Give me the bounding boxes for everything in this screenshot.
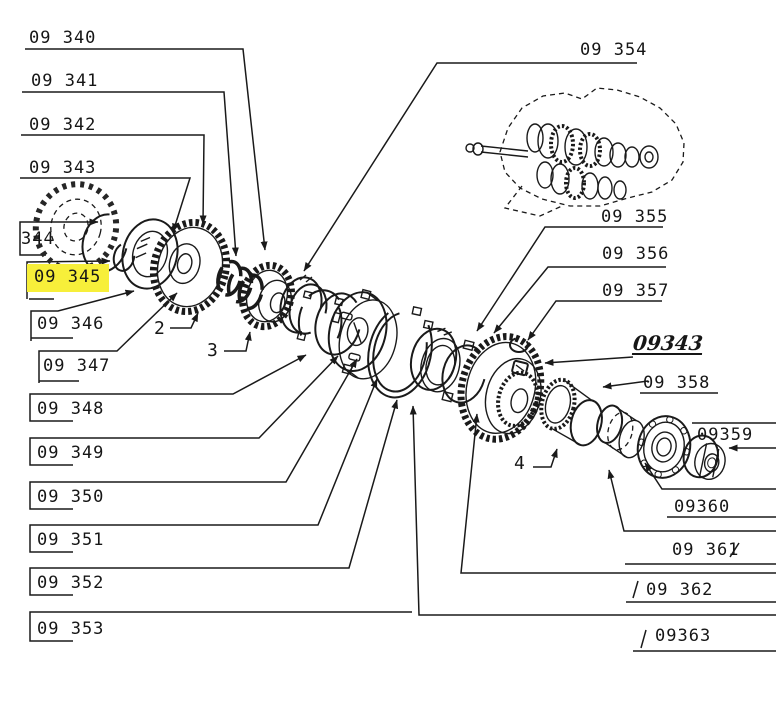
part-label-09-354: 09 354 [580,40,648,60]
callout-3: 3 [207,340,218,361]
lug-ring [441,339,487,404]
synchro-key [348,352,361,362]
part-label-09-341: 09 341 [31,71,99,91]
part-label-09-360: 09360 [674,497,731,517]
ball-bearing [636,415,692,479]
part-label-09-345-highlighted: 09 345 [27,264,110,292]
splined-shaft-section [539,377,603,447]
part-label-09-351: 09 351 [37,530,105,550]
part-label-09-342: 09 342 [29,115,97,135]
synchro-hub [327,288,398,380]
second-speed-gear [149,218,231,316]
sliding-sleeve [367,305,434,399]
brake-band-segments [296,289,344,342]
part-label-09-349: 09 349 [37,443,105,463]
callout-2: 2 [154,318,165,339]
part-label-09-361: 09 361 [672,540,740,560]
part-label-09-350: 09 350 [37,487,105,507]
part-label-09343-handwritten: 09343 [631,331,705,355]
circlip [112,242,136,272]
reverse-gear-sketch [32,181,120,273]
part-label-09-340: 09 340 [29,28,97,48]
part-label-09-343: 09 343 [29,158,97,178]
first-speed-gear [457,333,545,443]
part-label-344: 344 [21,229,55,249]
part-label-09-356: 09 356 [602,244,670,264]
part-label-09-346: 09 346 [37,314,105,334]
part-label-09-358: 09 358 [643,373,711,393]
synchro-drum [121,218,179,290]
shaft-nut [682,434,726,480]
part-label-09-353: 09 353 [37,619,105,639]
part-label-09-347: 09 347 [43,356,111,376]
part-label-09-362: 09 362 [646,580,714,600]
part-label-09-355: 09 355 [601,207,669,227]
part-label-09-348: 09 348 [37,399,105,419]
leader-lines-right [303,62,776,652]
callout-leaders [170,312,558,468]
blocker-ring-rear [409,327,461,393]
exploded-shaft-drawing [32,181,726,480]
part-label-09-357: 09 357 [602,281,670,301]
part-label-09-363: 09363 [655,626,712,646]
synchro-key [340,311,353,321]
part-label-09-352: 09 352 [37,573,105,593]
spacer-bush [596,404,645,459]
part-label-09-359: 09359 [697,425,754,445]
callout-4: 4 [514,453,525,474]
gearbox-overview-sketch [465,87,685,217]
